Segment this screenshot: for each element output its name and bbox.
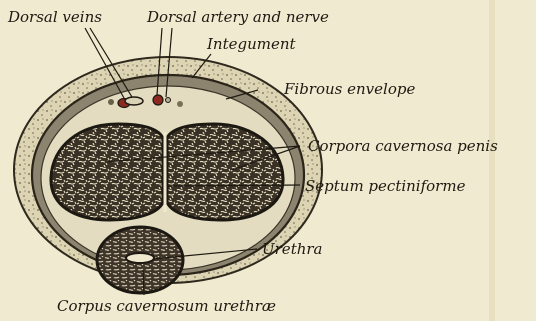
label-dorsal-veins: Dorsal veins [8,8,102,26]
label-urethra: Urethra [262,240,323,258]
label-dorsal-artery-and-nerve: Dorsal artery and nerve [147,8,329,26]
dorsal-artery [153,95,163,105]
dorsal-vein-right [125,97,143,105]
label-septum-pectiniforme: Septum pectiniforme [305,177,465,195]
dorsal-nerve [166,98,171,103]
dorsal-vein-outer [108,99,114,105]
urethra-lumen [126,253,154,263]
label-fibrous-envelope: Fibrous envelope [284,80,415,98]
label-corpora-cavernosa-penis: Corpora cavernosa penis [308,137,498,155]
label-corpus-cavernosum-urethrae: Corpus cavernosum urethræ [57,297,276,315]
label-integument: Integument [207,35,296,53]
dorsal-vessel-outer-right [177,101,183,107]
